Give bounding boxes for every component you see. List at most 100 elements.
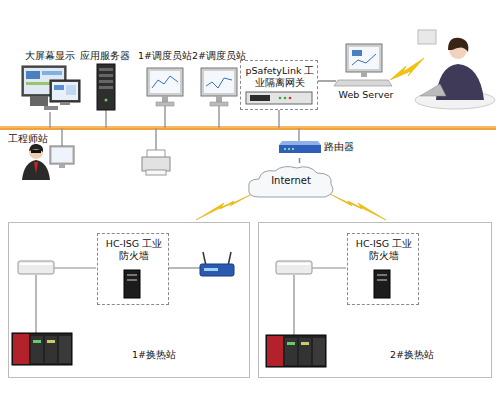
monitor-neck xyxy=(162,96,168,102)
node-label: 1#调度员站 xyxy=(130,50,200,62)
monitor-screen xyxy=(349,47,379,69)
remote-user-illustration xyxy=(415,30,495,109)
drop-wire xyxy=(218,106,220,128)
drop-wire xyxy=(278,110,280,128)
firewall-device xyxy=(124,270,140,298)
screen-graph xyxy=(206,78,232,88)
keyboard xyxy=(334,80,392,86)
person-glasses xyxy=(31,150,41,153)
node-label: 路由器 xyxy=(324,141,364,153)
server-bay xyxy=(99,74,113,77)
plc-power-module xyxy=(267,336,283,366)
network-bus-highlight xyxy=(0,127,496,128)
server-bay xyxy=(99,68,113,71)
drop-wires xyxy=(50,106,299,150)
drop-wire xyxy=(164,106,166,128)
monitor-frame xyxy=(201,68,237,96)
network-bus xyxy=(0,126,496,130)
drop-wire xyxy=(155,128,157,150)
drop-wire xyxy=(105,110,107,128)
person-hair xyxy=(29,144,43,152)
station-computer xyxy=(18,261,54,274)
computer-case xyxy=(276,261,312,274)
plc-led xyxy=(287,342,295,345)
station-wire xyxy=(293,275,294,335)
drop-wire xyxy=(49,112,51,128)
router-top xyxy=(279,141,321,145)
node-label: Internet xyxy=(245,175,337,187)
station-computer xyxy=(276,261,312,274)
server-bay xyxy=(99,80,113,83)
display-node: 大屏幕显示 xyxy=(18,50,82,114)
computer-highlight xyxy=(20,263,52,265)
firewall-port xyxy=(377,274,387,276)
gateway-led xyxy=(279,97,282,100)
printer-icon xyxy=(142,150,170,175)
web-server-node: Web Server xyxy=(336,40,396,102)
firewall-case xyxy=(374,270,390,298)
plc-module xyxy=(313,338,325,365)
engineer-station: 工程师站 xyxy=(8,131,78,181)
plc-module xyxy=(45,336,57,363)
printer-body xyxy=(142,157,170,171)
gateway-led xyxy=(289,97,292,100)
person-body xyxy=(22,160,50,180)
user-hair xyxy=(448,38,468,52)
gateway-panel xyxy=(250,95,270,101)
web-server-icon xyxy=(334,44,392,86)
firewall-case xyxy=(124,270,140,298)
laptop xyxy=(420,84,446,96)
plc-led xyxy=(47,340,55,343)
screen-panel xyxy=(66,85,76,95)
plc-power-module xyxy=(13,334,29,364)
monitor-neck xyxy=(216,96,222,102)
node-label: 2#换热站 xyxy=(367,349,457,361)
monitor-frame xyxy=(50,80,80,102)
router-led xyxy=(284,148,286,150)
station-wire xyxy=(35,275,36,333)
router-front xyxy=(279,145,321,153)
monitor-frame xyxy=(346,44,382,72)
node-label: HC-ISG 工业防火墙 xyxy=(352,238,416,262)
person-tie xyxy=(34,162,38,174)
drop-wire xyxy=(298,128,300,141)
firewall-box: HC-ISG 工业防火墙 xyxy=(347,233,419,305)
monitor-icon xyxy=(201,68,237,106)
router-led xyxy=(292,148,294,150)
firewall-port xyxy=(127,279,137,281)
wireless-bolt xyxy=(196,194,252,220)
node-label: Web Server xyxy=(331,89,401,101)
engineer-icon xyxy=(22,144,74,180)
isolation-gateway: pSafetyLink 工业隔离网关 xyxy=(240,60,318,110)
gateway-device xyxy=(246,92,312,104)
computer-highlight xyxy=(278,263,310,265)
plc-module xyxy=(299,338,311,365)
firewall-device xyxy=(374,270,390,298)
station-box: 1#换热站HC-ISG 工业防火墙 xyxy=(8,222,250,378)
monitor-frame xyxy=(147,68,183,96)
server-node: 应用服务器 xyxy=(85,50,125,112)
monitor-screen xyxy=(52,82,78,100)
network-link xyxy=(299,158,301,163)
router-body xyxy=(200,264,234,276)
plc-rack xyxy=(12,333,72,365)
monitor-base xyxy=(210,102,228,106)
monitor-base xyxy=(44,106,58,110)
node-label: pSafetyLink 工业隔离网关 xyxy=(243,65,317,89)
plc-led xyxy=(33,340,41,343)
dispatcher-station: 1#调度员站 xyxy=(140,50,190,108)
server-bay xyxy=(99,86,113,89)
monitor-base xyxy=(156,102,174,106)
plc-frame xyxy=(12,333,72,365)
monitor-screen xyxy=(204,71,234,93)
node-label: 工程师站 xyxy=(8,133,68,145)
router-led xyxy=(288,148,290,150)
node-label: 大屏幕显示 xyxy=(12,50,88,62)
wireless-bolt xyxy=(390,58,424,80)
server-tower-icon xyxy=(97,64,115,110)
monitor-frame xyxy=(50,146,74,164)
firewall-box: HC-ISG 工业防火墙 xyxy=(97,233,169,305)
screen-panel xyxy=(26,71,40,79)
station-wire xyxy=(54,267,96,268)
plc-rack xyxy=(266,335,326,367)
